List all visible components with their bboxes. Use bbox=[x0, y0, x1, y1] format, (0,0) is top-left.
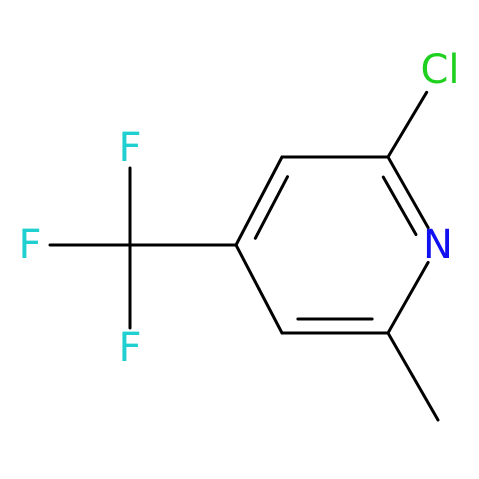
bond-c3-c4 bbox=[234, 199, 261, 247]
atom-label-f2: F bbox=[18, 222, 41, 268]
bond-n1-c2 bbox=[406, 190, 430, 230]
bond-c2-cl bbox=[386, 123, 409, 159]
bond-c3-c4-inner bbox=[253, 205, 273, 240]
atom-label-cl: Cl bbox=[420, 47, 459, 93]
bond-n1-c2 bbox=[386, 155, 410, 194]
atom-label-n1: N bbox=[423, 222, 453, 268]
bond-c3-c4-inner bbox=[269, 175, 290, 209]
atom-label-f1: F bbox=[118, 125, 141, 171]
bond-n1-c2-inner bbox=[398, 204, 418, 237]
bond-c4-c5 bbox=[257, 287, 284, 335]
atom-label-layer: N ClF F F bbox=[18, 47, 459, 371]
bond-c6-n1 bbox=[406, 260, 430, 300]
bond-n1-c2-inner bbox=[381, 175, 402, 208]
bond-c3-c4 bbox=[257, 155, 284, 203]
bond-c2-cl bbox=[405, 90, 429, 127]
bond-layer bbox=[48, 90, 440, 422]
bond-c6-me bbox=[411, 375, 440, 422]
bond-c6-me bbox=[386, 331, 415, 378]
bond-c6-n1 bbox=[386, 296, 410, 335]
bond-c4-c5 bbox=[234, 243, 261, 291]
atom-label-f3: F bbox=[118, 325, 141, 371]
